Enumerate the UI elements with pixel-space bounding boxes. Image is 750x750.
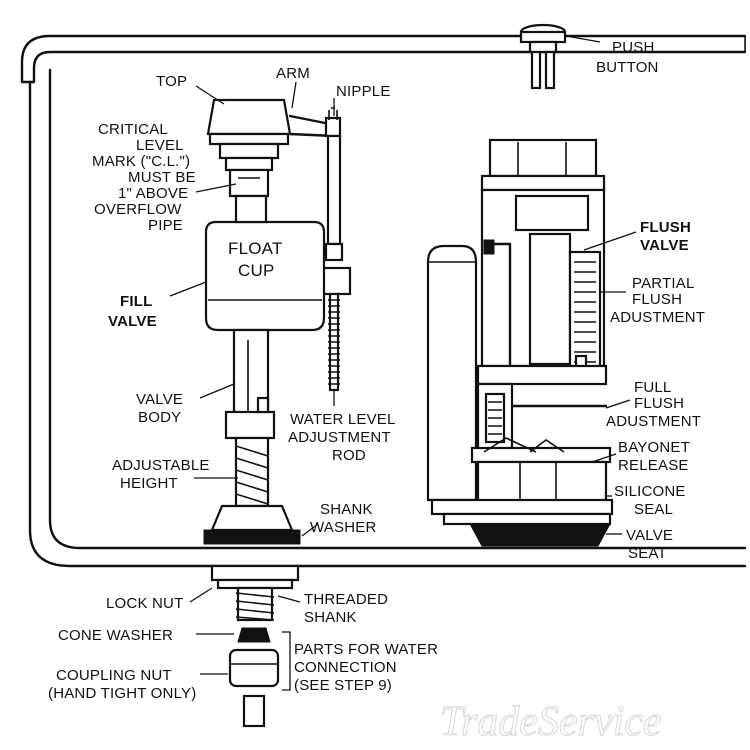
label-threaded-shank: THREADED SHANK (304, 591, 392, 626)
label-coupling-nut: COUPLING NUT (HAND TIGHT ONLY) (48, 667, 196, 702)
label-top: TOP (156, 73, 187, 90)
label-nipple: NIPPLE (336, 83, 391, 100)
label-float-cup: FLOAT CUP (228, 239, 287, 280)
label-shank-washer: SHANK WASHER (310, 501, 377, 536)
label-arm: ARM (276, 65, 310, 82)
label-critical-level: CRITICAL LEVEL MARK ("C.L.") MUST BE 1" … (92, 121, 200, 234)
label-valve-seat: VALVE SEAT (626, 527, 678, 562)
label-adjustable-height: ADJUSTABLE HEIGHT (112, 457, 214, 492)
label-full-flush: FULL FLUSH ADUSTMENT (606, 379, 701, 430)
label-fill-valve: FILL VALVE (108, 293, 157, 330)
tank-outline (20, 34, 747, 568)
push-button-part (519, 23, 567, 90)
label-push-button: PUSH BUTTON (596, 39, 659, 76)
watermark: TradeService (440, 699, 662, 745)
labels: PUSH BUTTON TOP ARM NIPPLE CRITICAL LEVE… (48, 39, 705, 702)
label-partial-flush: PARTIAL FLUSH ADUSTMENT (610, 275, 705, 326)
label-flush-valve: FLUSH VALVE (640, 219, 695, 254)
label-cone-washer: CONE WASHER (58, 627, 173, 644)
label-valve-body: VALVE BODY (136, 391, 188, 426)
flush-valve-part (426, 138, 614, 547)
label-parts-water: PARTS FOR WATER CONNECTION (SEE STEP 9) (294, 641, 443, 694)
label-lock-nut: LOCK NUT (106, 595, 183, 612)
label-bayonet-release: BAYONET RELEASE (618, 439, 694, 474)
label-water-level-rod: WATER LEVEL ADJUSTMENT ROD (288, 411, 399, 464)
label-silicone-seal: SILICONE SEAL (614, 483, 690, 518)
leader-lines (169, 35, 637, 691)
fill-valve-part (203, 98, 352, 728)
